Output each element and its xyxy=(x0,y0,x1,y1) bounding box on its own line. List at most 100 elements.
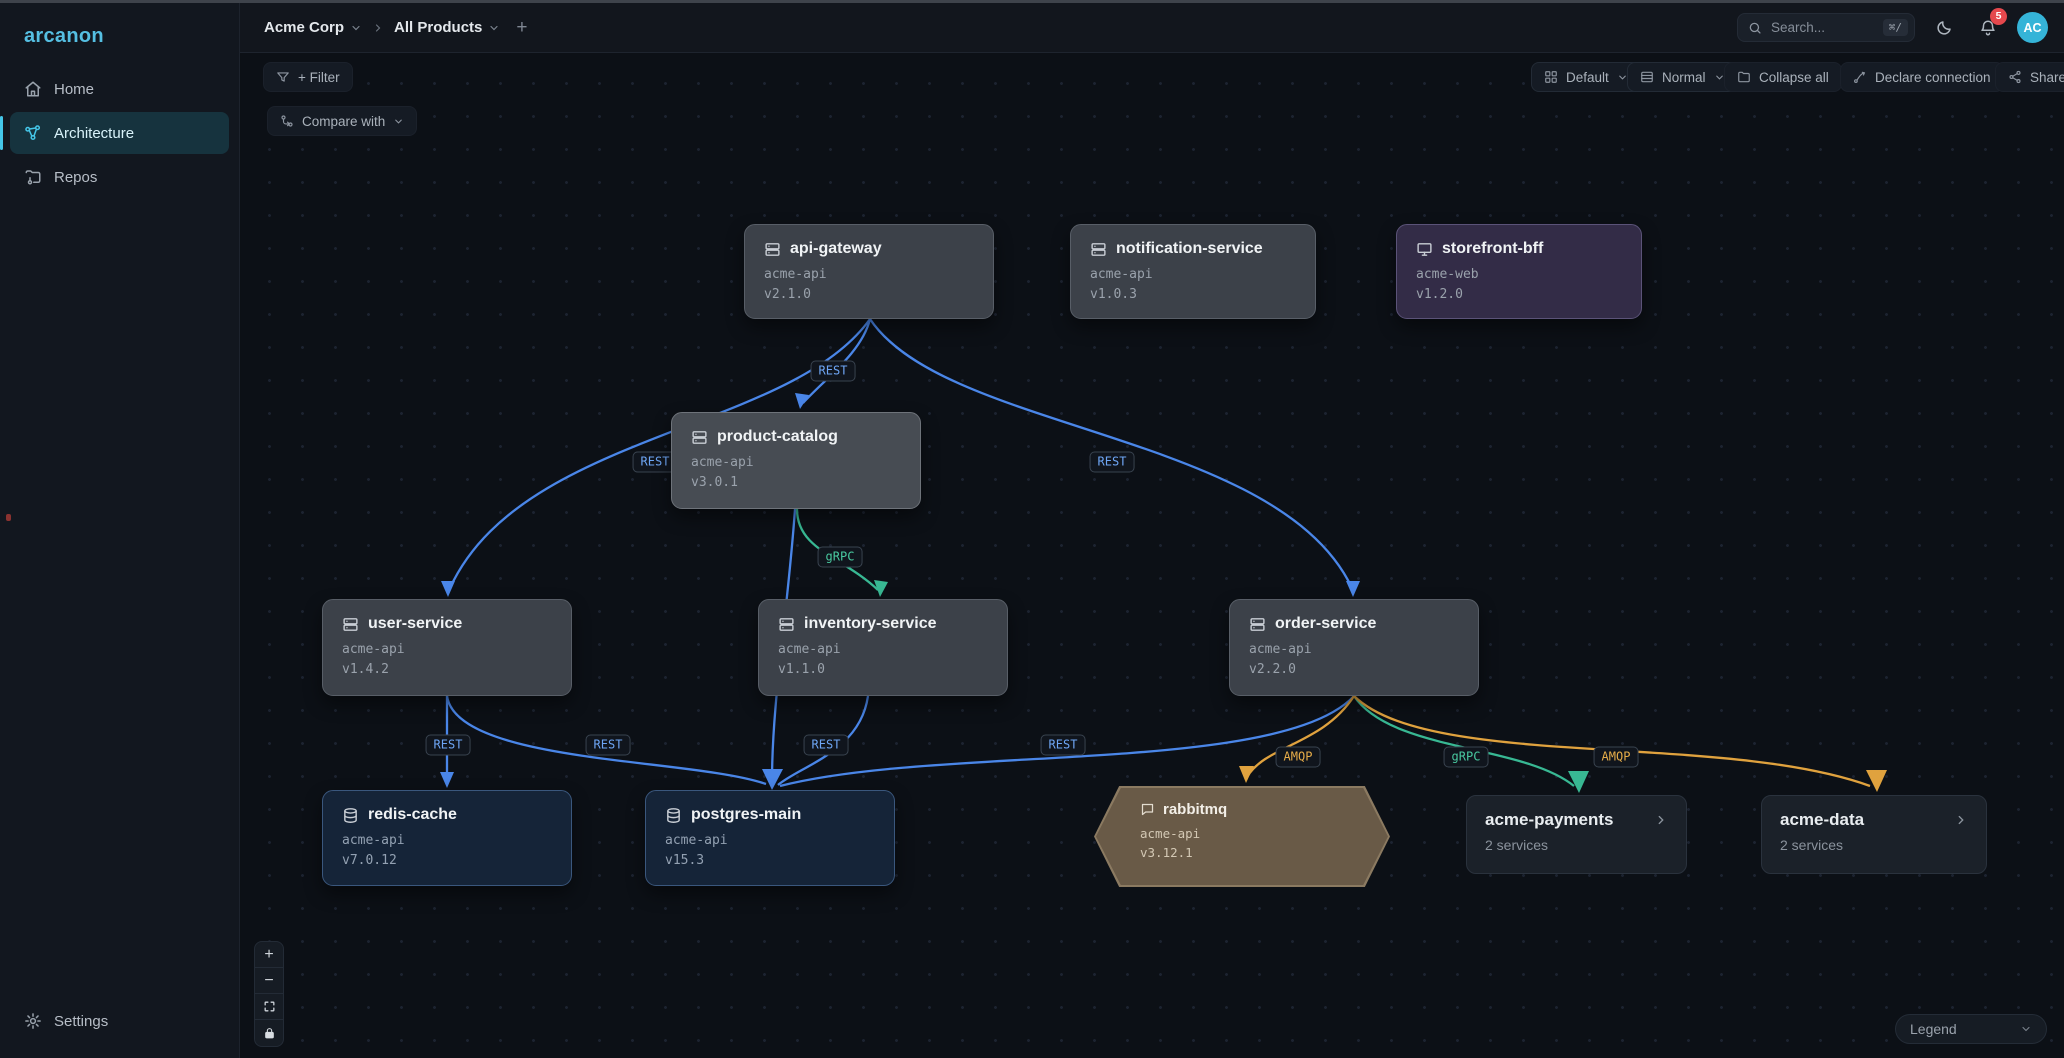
notifications-button[interactable]: 5 xyxy=(1973,7,2007,43)
node-storefront-bff[interactable]: storefront-bff acme-web v1.2.0 xyxy=(1396,224,1642,319)
server-icon xyxy=(343,617,358,631)
grid-icon xyxy=(1545,71,1557,83)
edge-label: REST xyxy=(585,734,631,756)
sidebar-item-label: Repos xyxy=(54,168,98,186)
home-icon xyxy=(25,81,41,97)
chevron-down-icon xyxy=(2020,1023,2032,1035)
collapse-all-label: Collapse all xyxy=(1759,69,1829,85)
compare-label: Compare with xyxy=(302,113,386,129)
monitor-icon xyxy=(1417,242,1432,256)
filter-button[interactable]: + Filter xyxy=(263,62,353,92)
dark-mode-toggle[interactable] xyxy=(1929,13,1959,43)
connection-icon xyxy=(1854,71,1866,83)
share-icon xyxy=(2009,70,2021,84)
legend-toggle[interactable]: Legend xyxy=(1895,1014,2047,1044)
density-dropdown[interactable]: Normal xyxy=(1627,62,1738,92)
node-subtitle: acme-api xyxy=(1090,267,1153,282)
sidebar-item-settings[interactable]: Settings xyxy=(10,1000,229,1042)
edge-label: REST xyxy=(425,734,471,756)
node-product-catalog[interactable]: product-catalog acme-api v3.0.1 xyxy=(671,412,921,509)
filter-label: + Filter xyxy=(298,69,340,85)
lock-button[interactable] xyxy=(255,1020,283,1046)
node-api-gateway[interactable]: api-gateway acme-api v2.1.0 xyxy=(744,224,994,319)
node-version: v1.1.0 xyxy=(778,662,825,677)
group-meta: 2 services xyxy=(1485,837,1549,853)
node-postgres-main[interactable]: postgres-main acme-api v15.3 xyxy=(645,790,895,886)
node-title: api-gateway xyxy=(790,240,882,257)
chevron-right-icon xyxy=(1654,813,1668,827)
left-edge-marker xyxy=(6,514,11,521)
sidebar-item-architecture[interactable]: Architecture xyxy=(0,112,229,154)
rows-icon xyxy=(1641,71,1653,83)
breadcrumb-org-label: Acme Corp xyxy=(264,19,345,36)
node-subtitle: acme-api xyxy=(764,267,827,282)
node-subtitle: acme-api xyxy=(1140,826,1201,841)
chevron-down-icon xyxy=(1714,72,1725,83)
notification-count-badge: 5 xyxy=(1990,7,2007,25)
zoom-in-button[interactable]: + xyxy=(255,942,283,968)
node-user-service[interactable]: user-service acme-api v1.4.2 xyxy=(322,599,572,696)
database-icon xyxy=(344,807,357,823)
chevron-right-icon xyxy=(1954,813,1968,827)
node-notification-service[interactable]: notification-service acme-api v1.0.3 xyxy=(1070,224,1316,319)
node-version: v3.12.1 xyxy=(1140,845,1193,860)
fit-view-button[interactable] xyxy=(255,994,283,1020)
gear-icon xyxy=(25,1013,41,1029)
active-indicator xyxy=(0,116,3,150)
repos-icon xyxy=(25,170,41,185)
view-mode-label: Default xyxy=(1566,69,1609,85)
node-subtitle: acme-api xyxy=(665,833,728,848)
node-title: postgres-main xyxy=(691,806,802,823)
search-input[interactable] xyxy=(1771,20,1874,35)
node-inventory-service[interactable]: inventory-service acme-api v1.1.0 xyxy=(758,599,1008,696)
chevron-down-icon xyxy=(350,22,362,34)
node-title: redis-cache xyxy=(368,806,457,823)
edge-label: REST xyxy=(810,360,856,382)
search-box[interactable]: ⌘/ xyxy=(1737,13,1915,42)
node-version: v7.0.12 xyxy=(342,853,397,868)
group-node-acme-payments[interactable]: acme-payments 2 services xyxy=(1466,795,1687,874)
add-product-button[interactable]: + xyxy=(516,17,528,38)
group-node-acme-data[interactable]: acme-data 2 services xyxy=(1761,795,1987,874)
node-order-service[interactable]: order-service acme-api v2.2.0 xyxy=(1229,599,1479,696)
view-mode-dropdown[interactable]: Default xyxy=(1531,62,1641,92)
avatar[interactable]: AC xyxy=(2017,12,2048,43)
lock-icon xyxy=(264,1027,274,1038)
share-label: Share xyxy=(2030,69,2064,85)
edge-label: gRPC xyxy=(817,546,863,568)
share-button[interactable]: Share xyxy=(1995,62,2064,92)
sidebar-item-home[interactable]: Home xyxy=(10,68,229,110)
node-subtitle: acme-api xyxy=(342,833,405,848)
node-redis-cache[interactable]: redis-cache acme-api v7.0.12 xyxy=(322,790,572,886)
fit-view-icon xyxy=(264,1001,274,1012)
sidebar-item-repos[interactable]: Repos xyxy=(10,156,229,198)
compare-with-button[interactable]: Compare with xyxy=(267,106,418,136)
bell-icon xyxy=(1981,20,1995,35)
breadcrumb-org[interactable]: Acme Corp xyxy=(264,19,362,36)
compare-icon xyxy=(281,115,293,127)
declare-connection-button[interactable]: Declare connection xyxy=(1840,62,2004,92)
moon-icon xyxy=(1937,20,1951,35)
diagram-canvas[interactable] xyxy=(241,53,2064,1058)
zoom-controls: + − xyxy=(254,941,284,1047)
declare-connection-label: Declare connection xyxy=(1875,69,1991,85)
topbar: Acme Corp All Products + ⌘/ 5 AC xyxy=(240,3,2064,53)
node-subtitle: acme-api xyxy=(342,642,405,657)
node-version: v15.3 xyxy=(665,853,705,868)
breadcrumb-product[interactable]: All Products xyxy=(394,19,500,36)
chevron-down-icon xyxy=(393,116,404,127)
node-rabbitmq[interactable]: rabbitmq acme-api v3.12.1 xyxy=(1094,786,1390,887)
sidebar: arcanon Home Architecture Repos Settings xyxy=(0,3,240,1058)
node-version: v3.0.1 xyxy=(691,475,738,490)
sidebar-item-label: Architecture xyxy=(54,124,135,142)
zoom-out-button[interactable]: − xyxy=(255,968,283,994)
edge-label: AMQP xyxy=(1593,746,1639,768)
density-label: Normal xyxy=(1662,69,1706,85)
chevron-down-icon xyxy=(1617,72,1628,83)
collapse-all-button[interactable]: Collapse all xyxy=(1724,62,1842,92)
window-top-edge xyxy=(0,0,2064,3)
node-version: v1.4.2 xyxy=(342,662,389,677)
node-version: v1.0.3 xyxy=(1090,287,1137,302)
legend-label: Legend xyxy=(1910,1021,1957,1037)
filter-icon xyxy=(277,72,289,82)
